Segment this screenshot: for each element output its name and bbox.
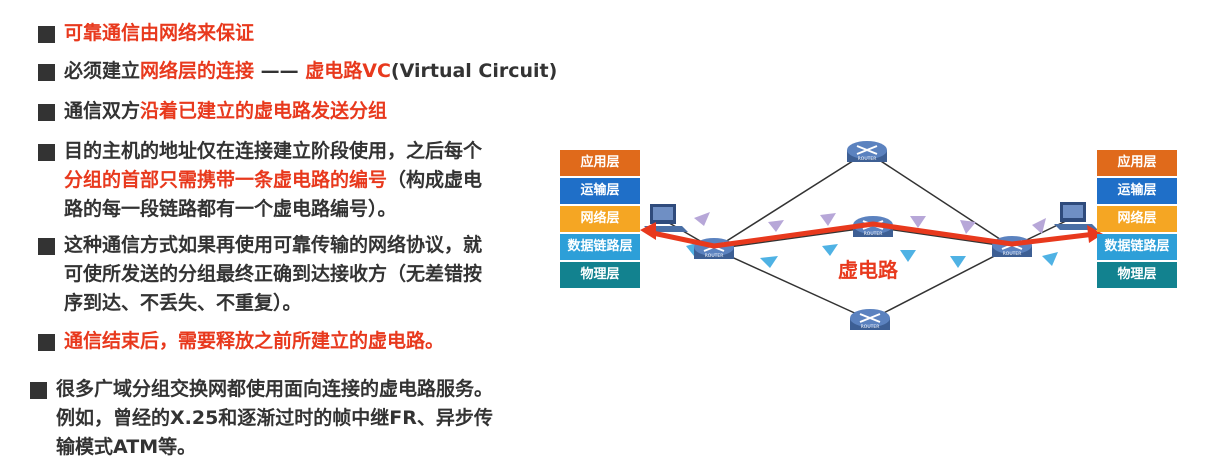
bullet-text-span: 很多广域分组交换网都使用面向连接的虚电路服务。: [56, 378, 494, 400]
bullet-square-icon: [38, 26, 55, 43]
bullet-text-span: 通信双方: [64, 100, 141, 122]
bullet-text-span: 目的主机的地址仅在连接建立阶段使用，之后每个: [64, 140, 483, 162]
layer-1: 运输层: [560, 178, 640, 204]
layer-0: 应用层: [1097, 150, 1177, 176]
router-label: ROUTER: [705, 253, 724, 259]
bullet-text-span: 序到达、不丢失、不重复）。: [64, 292, 302, 314]
bullet-text-line: 很多广域分组交换网都使用面向连接的虚电路服务。: [56, 375, 493, 404]
bullet-text-span: 可靠通信由网络来保证: [64, 22, 255, 44]
router-top-icon: ROUTER: [847, 141, 887, 162]
bullet-square-icon: [38, 64, 55, 81]
bullet-square-icon: [38, 104, 55, 121]
bullet-text-line: 可使所发送的分组最终正确到达接收方（无差错按: [64, 260, 482, 289]
host-computer-right: [1054, 202, 1098, 230]
bullet-text-line: 序到达、不丢失、不重复）。: [64, 289, 302, 318]
layer-4: 物理层: [1097, 262, 1177, 288]
routers: ROUTER ROUTER ROUTER ROUTER ROUTER: [694, 141, 1032, 330]
bullet-text-span: 例如，曾经的X.25和逐渐过时的帧中继FR、异步传: [56, 407, 493, 429]
bullet-text-line: 这种通信方式如果再使用可靠传输的网络协议，就: [64, 231, 482, 260]
bullet-text-line: 可靠通信由网络来保证: [64, 19, 254, 48]
bullet-text-span: （构成虚电: [387, 169, 483, 191]
vc-arrow-right: [1087, 225, 1103, 243]
bullet-text-span: 通信结束后，需要释放之前所建立的虚电路。: [64, 330, 445, 352]
router-label: ROUTER: [1003, 251, 1022, 257]
bullet-text-span: 网络层的连接: [140, 60, 255, 82]
bullet-text-line: 分组的首部只需携带一条虚电路的编号（构成虚电: [64, 166, 482, 195]
bullet-square-icon: [38, 238, 55, 255]
bullet-text-span: (Virtual Circuit): [390, 60, 558, 82]
bullet-text-span: 分组的首部只需携带一条虚电路的编号: [64, 169, 388, 191]
vc-arrow-left: [640, 222, 656, 240]
bullet-list: 可靠通信由网络来保证必须建立网络层的连接 —— 虚电路VC(Virtual Ci…: [0, 0, 560, 475]
layer-1: 运输层: [1097, 178, 1177, 204]
bullet-text-span: 沿着已建立的虚电路发送分组: [140, 100, 388, 122]
bullet-text-span: 这种通信方式如果再使用可靠传输的网络协议，就: [64, 234, 483, 256]
router-right-icon: ROUTER: [992, 236, 1032, 257]
bullet-square-icon: [38, 334, 55, 351]
router-label: ROUTER: [861, 324, 880, 330]
packet-arrows: [686, 212, 1058, 268]
bullet-text-span: 输模式ATM等。: [56, 436, 197, 458]
bullet-text-line: 输模式ATM等。: [56, 433, 196, 462]
bullet-text-line: 例如，曾经的X.25和逐渐过时的帧中继FR、异步传: [56, 404, 493, 433]
bullet-text-line: 必须建立网络层的连接 —— 虚电路VC(Virtual Circuit): [64, 57, 557, 86]
layer-2: 网络层: [560, 206, 640, 232]
layer-3: 数据链路层: [560, 234, 640, 260]
virtual-circuit-label: 虚电路: [838, 258, 898, 282]
router-label: ROUTER: [864, 231, 883, 237]
bullet-text-span: 可使所发送的分组最终正确到达接收方（无差错按: [64, 263, 483, 285]
bullet-text-span: 必须建立: [64, 60, 141, 82]
bullet-text-span: ——: [254, 60, 306, 82]
layer-0: 应用层: [560, 150, 640, 176]
layer-2: 网络层: [1097, 206, 1177, 232]
bullet-text-line: 路的每一段链路都有一个虚电路编号）。: [64, 195, 397, 224]
router-bottom-icon: ROUTER: [850, 309, 890, 330]
layer-4: 物理层: [560, 262, 640, 288]
router-label: ROUTER: [858, 156, 877, 162]
bullet-text-span: 路的每一段链路都有一个虚电路编号）。: [64, 198, 397, 220]
layer-3: 数据链路层: [1097, 234, 1177, 260]
bullet-text-span: 虚电路VC: [305, 60, 391, 82]
bullet-text-line: 通信双方沿着已建立的虚电路发送分组: [64, 97, 387, 126]
bullet-square-icon: [38, 144, 55, 161]
bullet-text-line: 通信结束后，需要释放之前所建立的虚电路。: [64, 327, 444, 356]
bullet-text-line: 目的主机的地址仅在连接建立阶段使用，之后每个: [64, 137, 482, 166]
bullet-square-icon: [30, 382, 47, 399]
virtual-circuit-path: [647, 221, 1096, 249]
